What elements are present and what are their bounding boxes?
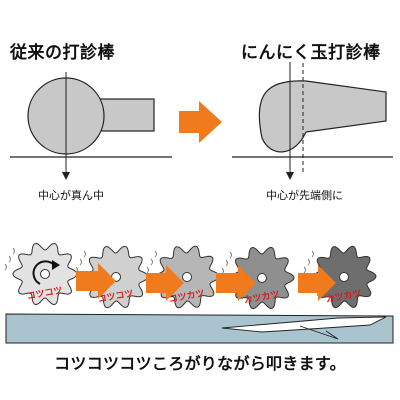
vibration-mark — [154, 250, 157, 258]
vibration-mark — [311, 250, 314, 258]
wheel-hub — [339, 272, 349, 282]
vibration-mark — [8, 255, 11, 263]
conventional-rod-title: 従来の打診棒 — [10, 43, 115, 63]
wheel-arrow-2 — [146, 265, 184, 301]
garlic-rod-title: にんにく玉打診棒 — [241, 43, 381, 63]
rotation-arrowhead — [52, 260, 60, 270]
vibration-mark — [150, 258, 153, 266]
vibration-mark — [83, 250, 86, 258]
rolling-wheel: コツコツ — [4, 242, 78, 306]
vibration-mark — [146, 266, 149, 274]
transition-arrow — [179, 101, 222, 143]
wheel-arrow-3 — [216, 265, 256, 301]
vibration-mark — [79, 258, 82, 266]
conventional-center-caption: 中心が真ん中 — [38, 189, 104, 202]
rolling-caption: コツコツコツころがりながら叩きます。 — [54, 354, 346, 373]
rolling-wheel-sequence: コツコツコツコツコツカツカツカツカツカツ — [4, 242, 377, 310]
wheel-hub — [182, 272, 192, 282]
rolling-wheel: カツカツ — [303, 245, 377, 309]
wheel-arrow-1 — [76, 263, 116, 299]
wheel-hub — [257, 273, 267, 283]
wheel-hub — [40, 269, 50, 279]
floor-crack-branch — [299, 325, 339, 340]
conventional-rod — [27, 77, 155, 155]
vibration-mark — [225, 259, 228, 267]
garlic-rod — [258, 80, 387, 153]
vibration-mark — [229, 251, 232, 259]
vibration-mark — [303, 266, 306, 274]
vibration-mark — [307, 258, 310, 266]
vibration-mark — [12, 247, 15, 255]
rotation-arrow — [32, 260, 56, 285]
garlic-center-caption: 中心が先端側に — [266, 189, 343, 202]
left-center-arrowhead — [62, 172, 70, 180]
vibration-mark — [4, 263, 7, 271]
right-center-arrowhead — [286, 172, 294, 180]
wheel-arrow-4 — [298, 265, 336, 301]
floor-crack — [221, 316, 387, 333]
